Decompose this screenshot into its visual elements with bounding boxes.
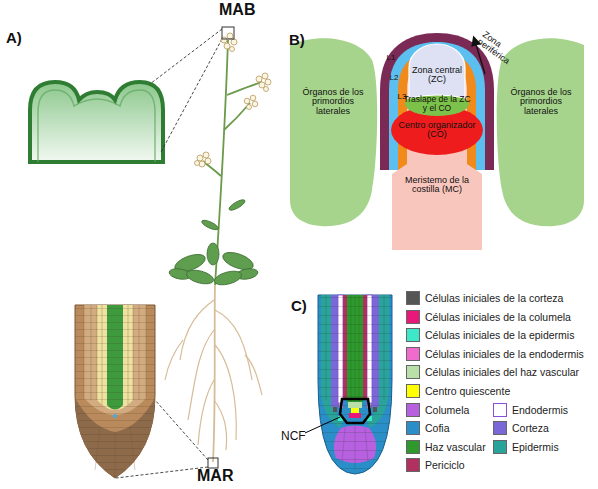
legend-text: Epidermis	[512, 441, 559, 453]
legend-text: Células iniciales del haz vascular	[425, 366, 579, 378]
legend-text: Periciclo	[425, 459, 465, 471]
panel-letter: B)	[289, 32, 305, 48]
legend-entry: Células iniciales de la epidermis	[406, 327, 574, 343]
legend-text: Células iniciales de la endodermis	[425, 348, 584, 360]
organizing-center: Centro organizador (CO)	[392, 117, 482, 143]
legend-entry: Células iniciales del haz vascular	[406, 364, 579, 380]
meristem-tag: MAB	[219, 2, 255, 19]
zone-text: Meristemo de la costilla (MC)	[397, 176, 477, 195]
legend-swatch	[406, 458, 420, 472]
organ-label: Órganos de los primordios laterales	[296, 82, 370, 122]
legend-entry: Corteza	[493, 420, 549, 436]
zone-text: Órganos de los primordios laterales	[504, 88, 578, 116]
legend-entry: Columela	[406, 402, 469, 418]
legend-swatch	[406, 440, 420, 454]
legend-entry: Haz vascular	[406, 439, 486, 455]
zone-text: Órganos de los primordios laterales	[296, 88, 370, 116]
organ-label: Órganos de los primordios laterales	[504, 82, 578, 122]
legend-swatch	[406, 421, 420, 435]
shoot-apex-inset	[30, 82, 163, 162]
legend-swatch	[406, 291, 420, 305]
legend-text: Columela	[425, 404, 469, 416]
legend-swatch	[406, 403, 420, 417]
layer-band: L2	[387, 73, 401, 83]
rib-meristem: Meristemo de la costilla (MC)	[397, 172, 477, 198]
central-zone: Zona central (ZC)	[408, 60, 466, 90]
legend-entry: Centro quiescente	[406, 383, 510, 399]
legend-entry: Epidermis	[493, 439, 559, 455]
legend-text: Haz vascular	[425, 441, 486, 453]
zone-text: L1	[387, 54, 396, 62]
legend-swatch	[406, 347, 420, 361]
legend-text: Corteza	[512, 422, 549, 434]
zone-text: Traslape de la ZC y el CO	[402, 95, 472, 113]
zone-text: Centro organizador (CO)	[392, 121, 482, 140]
layer-band: L1	[384, 53, 398, 63]
legend-entry: Endodermis	[493, 402, 568, 418]
legend-entry: Cofia	[406, 420, 450, 436]
legend-swatch	[406, 384, 420, 398]
legend-entry: Células iniciales de la corteza	[406, 290, 563, 306]
legend-entry: Células iniciales de la columela	[406, 309, 571, 325]
legend-text: Endodermis	[512, 404, 568, 416]
zone-text: Zona central (ZC)	[408, 66, 466, 85]
root-tip-diagram	[305, 295, 392, 475]
panel-letter: C)	[291, 298, 307, 314]
legend-swatch	[406, 310, 420, 324]
plant-illustration	[165, 27, 271, 468]
overlap-zone: Traslape de la ZC y el CO	[402, 94, 472, 114]
meristem-tag: MAR	[197, 468, 233, 485]
legend-entry: Periciclo	[406, 457, 465, 473]
legend-text: Células iniciales de la epidermis	[425, 329, 574, 341]
legend-entry: Células iniciales de la endodermis	[406, 346, 584, 362]
legend-swatch	[406, 328, 420, 342]
legend-text: Células iniciales de la corteza	[425, 292, 563, 304]
legend-swatch	[493, 403, 507, 417]
legend-text: Centro quiescente	[425, 385, 510, 397]
legend-swatch	[406, 365, 420, 379]
legend-swatch	[493, 440, 507, 454]
zone-text: L2	[390, 74, 399, 82]
legend-text: Cofia	[425, 422, 450, 434]
legend-text: Células iniciales de la columela	[425, 311, 571, 323]
panel-letter: A)	[6, 30, 22, 46]
niche-callout: NCF	[281, 430, 306, 443]
legend-swatch	[493, 421, 507, 435]
meristem-zones	[290, 33, 584, 250]
root-tip-inset	[75, 305, 155, 480]
